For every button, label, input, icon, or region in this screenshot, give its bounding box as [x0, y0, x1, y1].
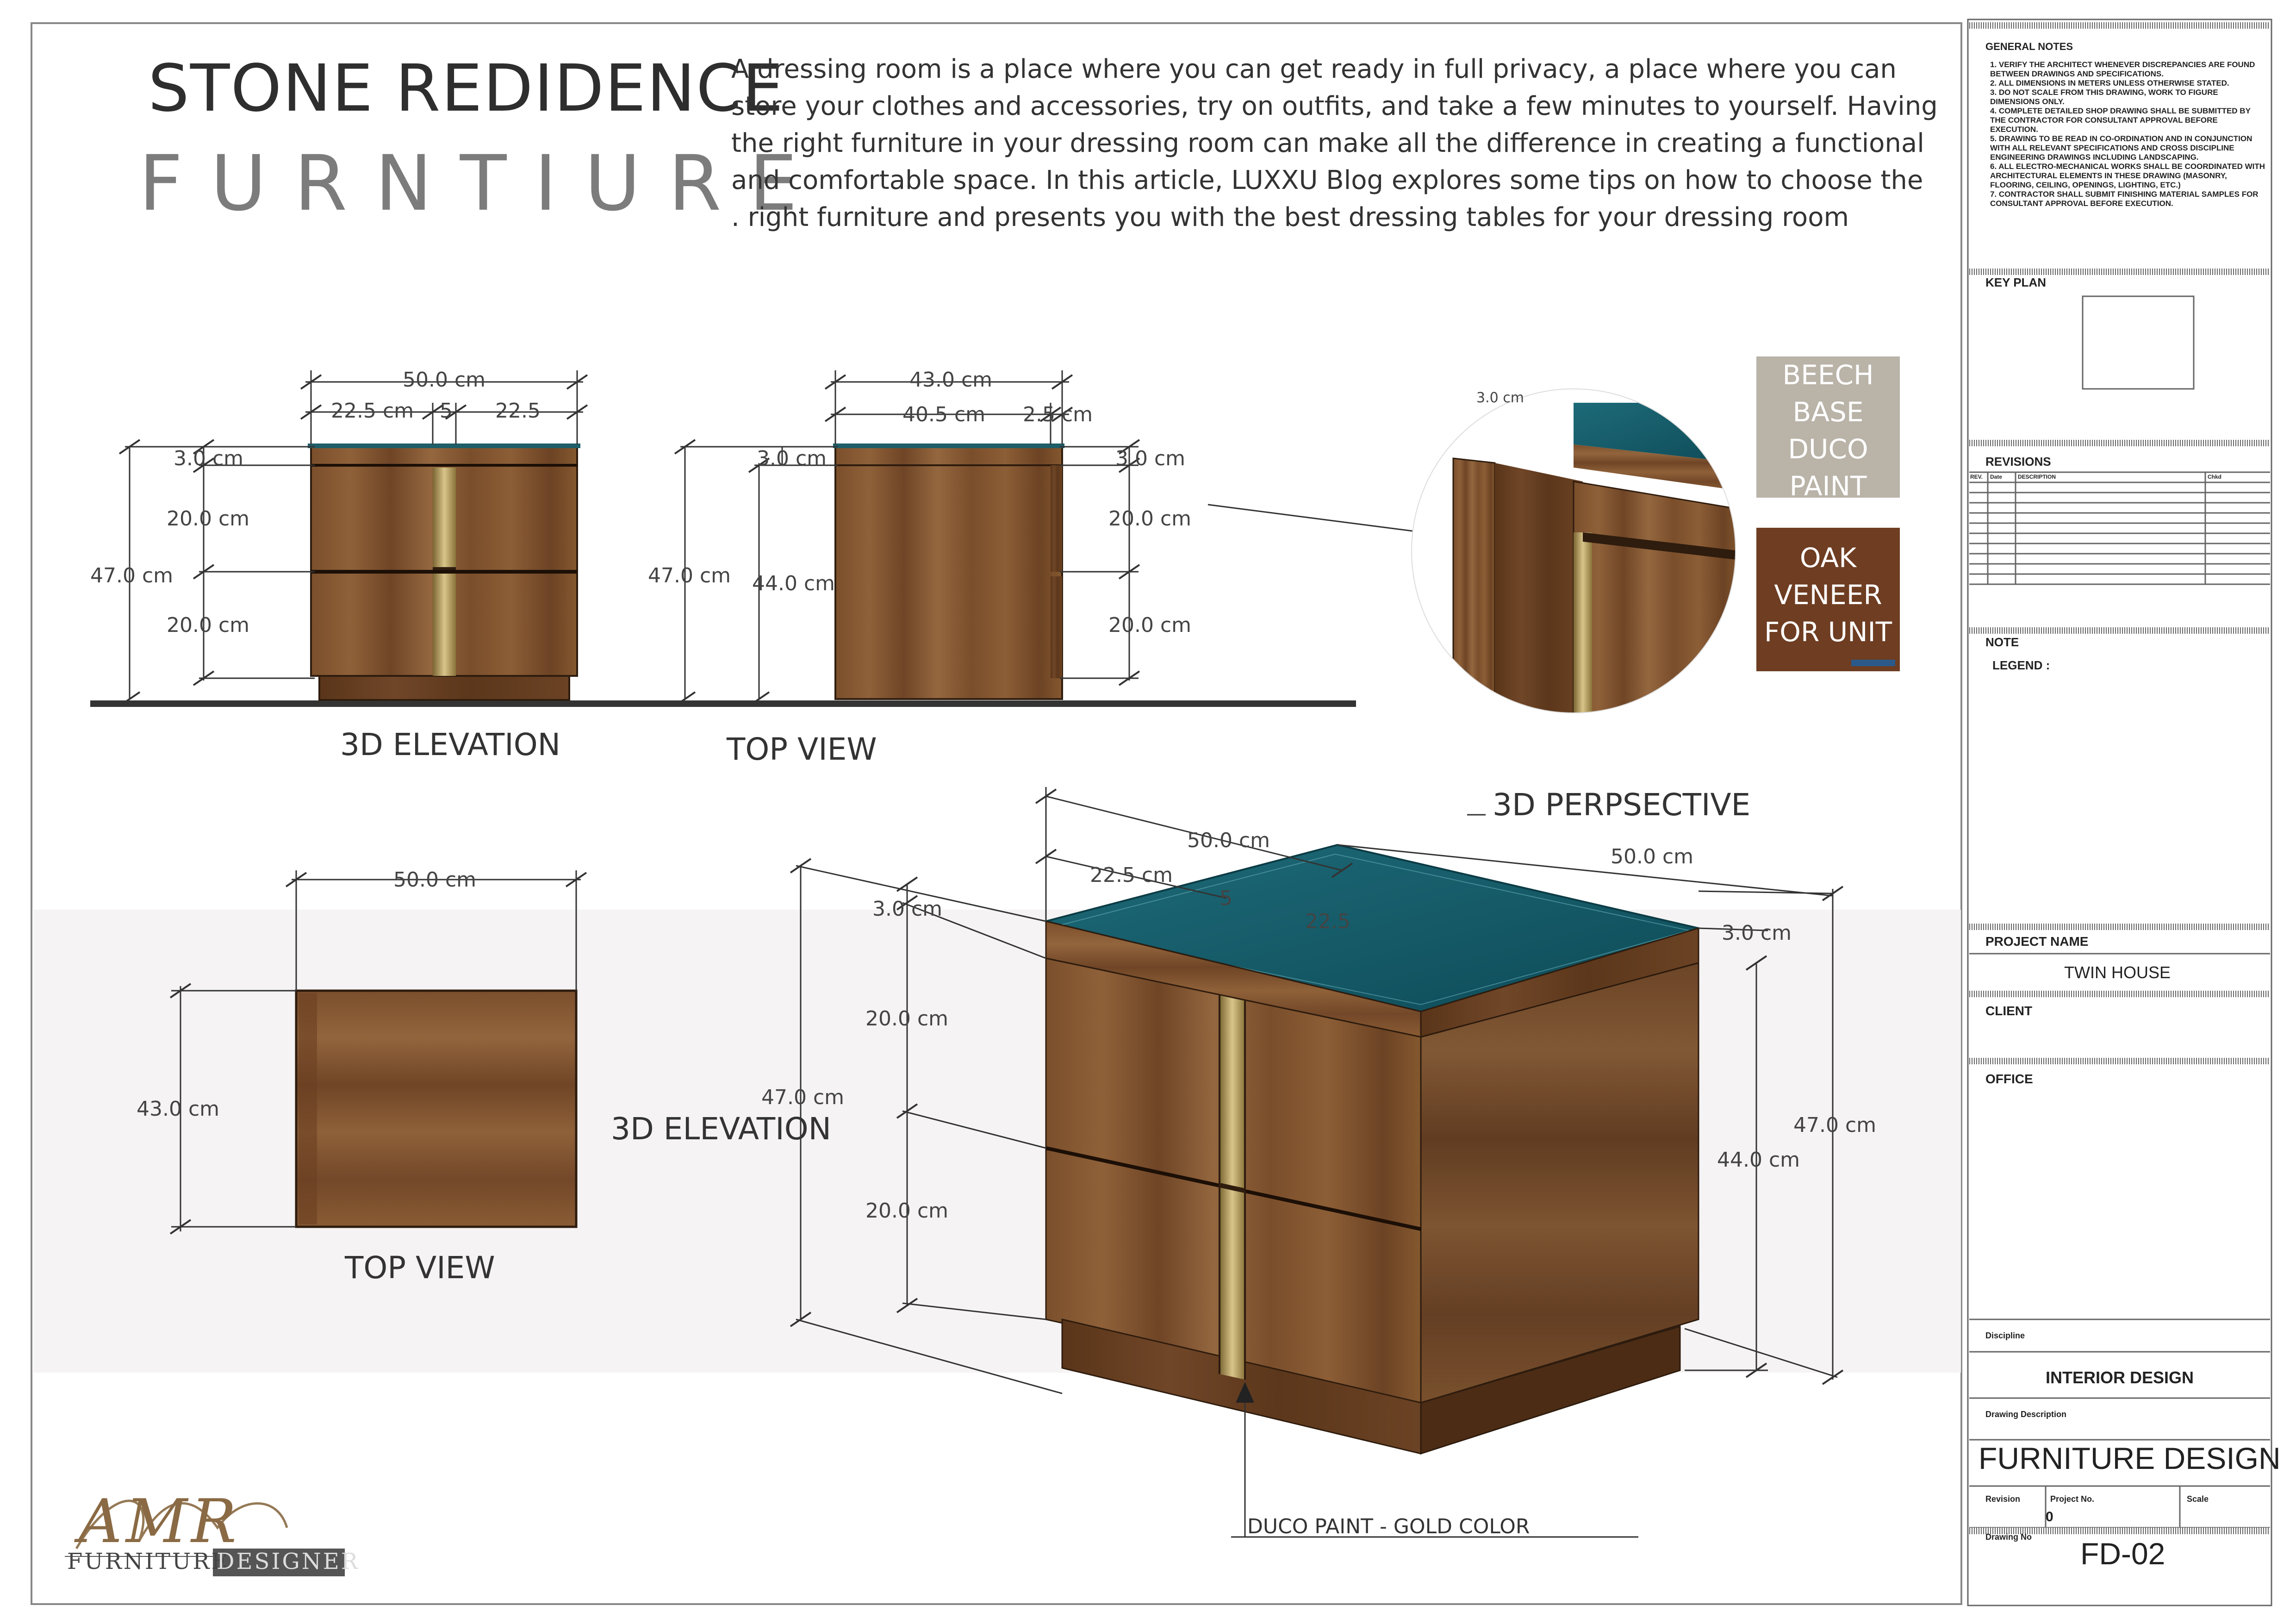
dim-side-top-left: 3.0 cm: [757, 447, 827, 470]
project-no-label: Project No.: [2050, 1494, 2095, 1504]
dim-persp-height-left: 47.0 cm: [761, 1086, 845, 1109]
hatch-strip: [1969, 440, 2270, 446]
oak-swatch: [1756, 528, 1900, 671]
callout-gold-strip: DUCO PAINT - GOLD COLOR: [1247, 1515, 1530, 1538]
dim-front-right: 22.5: [495, 399, 541, 423]
dim-persp-right: 22.5: [1305, 910, 1350, 933]
side-elevation: [674, 370, 1140, 707]
dim-persp-side-width: 50.0 cm: [1611, 845, 1694, 868]
general-notes-list: 1. VERIFY THE ARCHITECT WHENEVER DISCREP…: [1990, 60, 2268, 208]
revision-label: Revision: [1985, 1494, 2021, 1504]
front-elevation: [90, 370, 1356, 707]
project-name-label: PROJECT NAME: [1985, 934, 2089, 949]
dim-top-width: 50.0 cm: [393, 868, 477, 892]
material-beech-label: BEECH BASE DUCO PAINT: [1782, 359, 1874, 502]
dim-side-inner: 40.5 cm: [902, 403, 986, 426]
caption-perspective: 3D PERPSECTIVE: [1493, 787, 1751, 823]
dim-side-width: 43.0 cm: [909, 368, 993, 392]
revision-value: 0: [2046, 1509, 2053, 1524]
rev-col-description: DESCRIPTION: [2018, 474, 2056, 480]
hatch-strip: [1969, 991, 2270, 997]
dim-front-drawer2: 20.0 cm: [167, 613, 250, 637]
rev-col-chkd: Chkd: [2208, 474, 2221, 480]
dim-side-edge: 2.5 cm: [1023, 403, 1093, 426]
hatch-strip: [1969, 1058, 2270, 1064]
project-name-value: TWIN HOUSE: [2064, 963, 2171, 982]
dim-front-top: 3.0 cm: [174, 447, 244, 470]
dim-persp-height-right: 47.0 cm: [1793, 1113, 1877, 1137]
caption-front-elevation: 3D ELEVATION: [340, 727, 561, 762]
dim-detail-top: 3.0 cm: [1476, 390, 1524, 406]
key-plan-label: KEY PLAN: [1985, 275, 2046, 289]
note-item: 1. VERIFY THE ARCHITECT WHENEVER DISCREP…: [1990, 60, 2255, 78]
intro-line: A dressing room is a place where you can…: [731, 54, 1897, 84]
hatch-strip: [1969, 269, 2270, 275]
dim-persp-inner-height: 44.0 cm: [1717, 1148, 1800, 1172]
caption-side-view: TOP VIEW: [727, 731, 877, 767]
dim-persp-top-right: 3.0 cm: [1722, 921, 1792, 945]
note-label: NOTE: [1985, 635, 2019, 649]
dim-side-inner-height: 44.0 cm: [752, 572, 835, 595]
dim-front-mid: 5: [440, 399, 453, 423]
discipline-value: INTERIOR DESIGN: [2046, 1368, 2194, 1387]
dim-persp-top-left: 3.0 cm: [872, 897, 943, 921]
drawing-no-label: Drawing No: [1985, 1532, 2032, 1542]
hatch-strip: [1969, 627, 2270, 634]
note-item: 2. ALL DIMENSIONS IN METERS UNLESS OTHER…: [1990, 79, 2229, 87]
intro-line: the right furniture in your dressing roo…: [731, 128, 1924, 158]
rev-col-rev: REV.: [1970, 474, 1983, 480]
note-item: 3. DO NOT SCALE FROM THIS DRAWING, WORK …: [1990, 88, 2218, 106]
dim-front-left: 22.5 cm: [331, 399, 414, 423]
logo-mark: AMR: [79, 1486, 240, 1556]
material-oak-label: OAK VENEER FOR UNIT: [1764, 542, 1892, 648]
client-label: CLIENT: [1985, 1004, 2033, 1018]
intro-line: store your clothes and accessories, try …: [731, 91, 1938, 121]
discipline-label: Discipline: [1985, 1331, 2025, 1340]
note-item: 7. CONTRACTOR SHALL SUBMIT FINISHING MAT…: [1990, 190, 2259, 208]
dim-side-drawer2: 20.0 cm: [1108, 613, 1192, 637]
caption-top-view: TOP VIEW: [345, 1250, 495, 1286]
rev-col-date: Date: [1990, 474, 2003, 480]
general-notes-title: GENERAL NOTES: [1985, 41, 2073, 52]
intro-paragraph: A dressing room is a place where you can…: [731, 51, 1938, 236]
dim-front-height: 47.0 cm: [90, 564, 174, 587]
note-item: 6. ALL ELECTRO-MECHANICAL WORKS SHALL BE…: [1990, 162, 2265, 189]
dim-side-height: 47.0 cm: [648, 564, 731, 587]
intro-line: and comfortable space. In this article, …: [731, 165, 1923, 195]
hatch-strip: [1969, 22, 2270, 29]
hatch-strip: [1969, 924, 2270, 930]
note-item: 4. COMPLETE DETAILED SHOP DRAWING SHALL …: [1990, 106, 2251, 134]
dim-persp-left: 22.5 cm: [1090, 863, 1173, 887]
drawing-description-label: Drawing Description: [1985, 1410, 2067, 1419]
scale-label: Scale: [2187, 1494, 2209, 1504]
legend-label: LEGEND :: [1992, 658, 2050, 672]
intro-line: . right furniture and presents you with …: [731, 202, 1849, 232]
dim-persp-drawer1: 20.0 cm: [865, 1007, 949, 1031]
office-label: OFFICE: [1985, 1072, 2033, 1086]
detail-circle: [1207, 388, 1736, 713]
dim-side-top-right: 3.0 cm: [1115, 447, 1186, 470]
logo-word-2: DESIGNER: [217, 1549, 360, 1574]
dim-side-drawer1: 20.0 cm: [1108, 507, 1192, 531]
title-line-2: FURNTIURE: [139, 139, 825, 228]
dim-front-drawer1: 20.0 cm: [167, 507, 250, 531]
dim-persp-drawer2: 20.0 cm: [865, 1199, 949, 1223]
perspective-model: [790, 787, 1844, 1538]
title-line-1: STONE REDIDENCE: [148, 51, 784, 126]
dim-top-depth: 43.0 cm: [137, 1097, 220, 1121]
logo-word-1: FURNITURE: [67, 1549, 230, 1574]
revisions-label: REVISIONS: [1985, 455, 2051, 468]
hatch-strip: [1969, 1528, 2270, 1534]
top-view-plan: [169, 870, 587, 1235]
drawing-no-value: FD-02: [2080, 1537, 2165, 1571]
drawing-description-value: FURNITURE DESIGN: [1979, 1441, 2281, 1475]
note-item: 5. DRAWING TO BE READ IN CO-ORDINATION A…: [1990, 134, 2252, 162]
dim-front-width: 50.0 cm: [403, 368, 486, 392]
caption-perspective-elevation: 3D ELEVATION: [611, 1111, 832, 1147]
dim-persp-mid: 5: [1220, 887, 1232, 910]
dim-persp-front-width: 50.0 cm: [1187, 829, 1270, 852]
beech-swatch: [1756, 356, 1900, 498]
